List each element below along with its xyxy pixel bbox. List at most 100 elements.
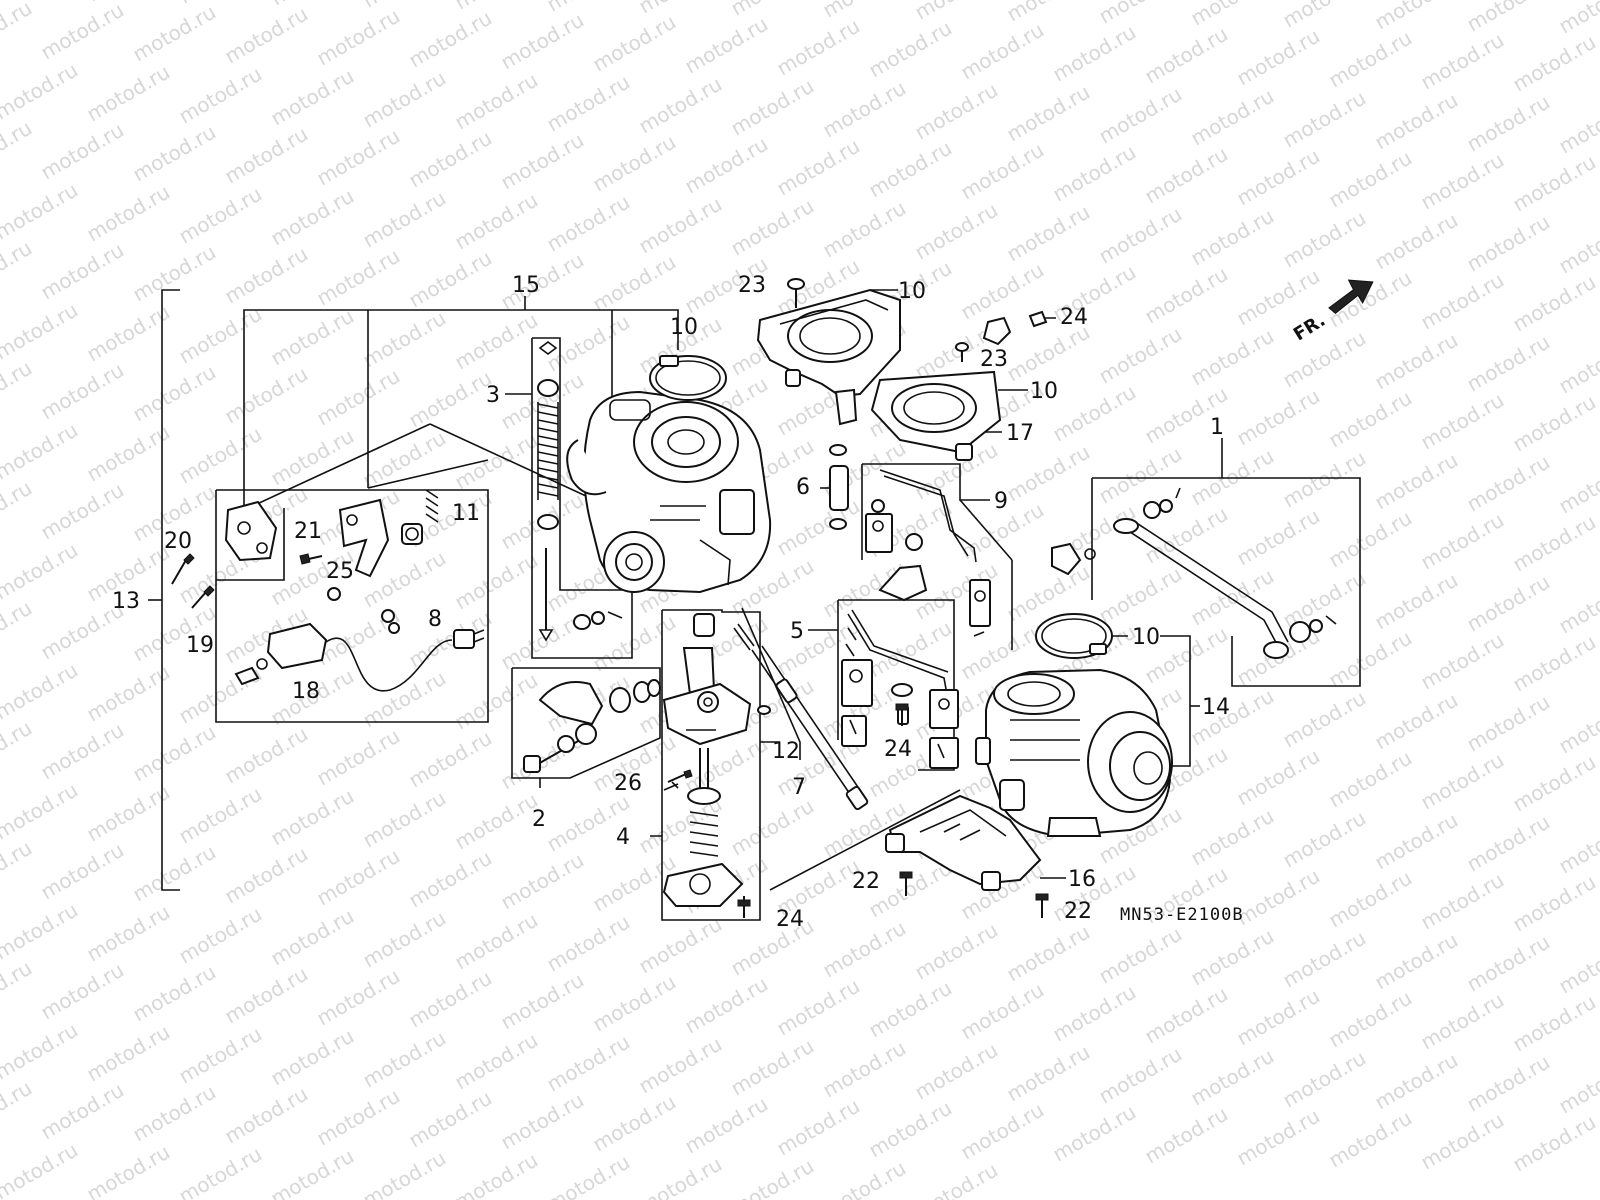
watermark-text: motod.ru [1279,1046,1370,1113]
watermark-text: motod.ru [359,906,450,973]
watermark-text: motod.ru [1003,1040,1094,1107]
watermark-text: motod.ru [83,1140,174,1200]
callout-10-top: 10 [898,279,926,304]
fuel-joint-6 [829,444,849,530]
watermark-text: motod.ru [773,494,864,561]
callout-10-left: 10 [670,315,698,340]
watermark-text: motod.ru [543,1150,634,1200]
watermark-text: motod.ru [911,0,1002,24]
throttle-link-group-2 [523,679,661,773]
watermark-text: motod.ru [773,1094,864,1161]
watermark-text: motod.ru [1509,1110,1600,1177]
callout-11: 11 [452,501,480,526]
watermark-text: motod.ru [313,724,404,791]
watermark-text: motod.ru [1417,988,1508,1055]
watermark-text: motod.ru [1325,506,1416,573]
watermark-text: motod.ru [1141,142,1232,209]
callout-3: 3 [486,383,500,408]
spring-stack-3 [537,341,623,642]
watermark-text: motod.ru [635,72,726,139]
watermark-text: motod.ru [1095,82,1186,149]
callout-23-top: 23 [738,273,766,298]
watermark-text: motod.ru [313,844,404,911]
watermark-text: motod.ru [267,904,358,971]
callout-5: 5 [790,619,804,644]
callout-26: 26 [614,771,642,796]
watermark-text: motod.ru [589,130,680,197]
watermark-text: motod.ru [267,184,358,251]
watermark-text: motod.ru [1233,504,1324,571]
watermark-text: motod.ru [221,122,312,189]
watermark-text: motod.ru [359,306,450,373]
watermark-text: motod.ru [451,428,542,495]
watermark-text: motod.ru [1325,26,1416,93]
watermark-text: motod.ru [497,248,588,315]
watermark-text: motod.ru [819,0,910,22]
watermark-text: motod.ru [1325,386,1416,453]
watermark-text: motod.ru [1279,806,1370,873]
watermark-text: motod.ru [83,180,174,247]
watermark-text: motod.ru [1141,982,1232,1049]
watermark-text: motod.ru [1233,144,1324,211]
watermark-text: motod.ru [1279,86,1370,153]
watermark-text: motod.ru [865,16,956,83]
watermark-text: motod.ru [727,194,818,261]
callout-23-mid: 23 [980,347,1008,372]
watermark-text: motod.ru [1555,212,1600,279]
watermark-text: motod.ru [405,246,496,313]
watermark-text: motod.ru [1325,626,1416,693]
watermark-text: motod.ru [0,298,82,365]
watermark-text: motod.ru [819,1036,910,1103]
watermark-text: motod.ru [1279,206,1370,273]
watermark-text: motod.ru [681,972,772,1039]
callout-20: 20 [164,529,192,554]
watermark-text: motod.ru [1325,146,1416,213]
watermark-text: motod.ru [405,126,496,193]
watermark-text: motod.ru [497,848,588,915]
watermark-text: motod.ru [497,968,588,1035]
watermark-text: motod.ru [1187,204,1278,271]
watermark-text: motod.ru [405,1086,496,1153]
watermark-text: motod.ru [267,0,358,10]
watermark-text: motod.ru [1187,804,1278,871]
watermark-text: motod.ru [589,1090,680,1157]
watermark-text: motod.ru [865,976,956,1043]
watermark-text: motod.ru [819,76,910,143]
watermark-text: motod.ru [37,358,128,425]
watermark-text: motod.ru [1325,986,1416,1053]
watermark-text: motod.ru [1371,808,1462,875]
watermark-text: motod.ru [1325,266,1416,333]
watermark-text: motod.ru [221,962,312,1029]
watermark-text: motod.ru [129,360,220,427]
watermark-text: motod.ru [313,364,404,431]
watermark-text: motod.ru [175,422,266,489]
watermark-text: motod.ru [0,476,36,543]
watermark-text: motod.ru [1509,150,1600,217]
watermark-text: motod.ru [1555,932,1600,999]
watermark-text: motod.ru [221,2,312,69]
callout-22-right: 22 [1064,899,1092,924]
diaphragm-group-4 [662,613,771,918]
watermark-text: motod.ru [0,898,82,965]
watermark-text: motod.ru [1555,812,1600,879]
watermark-text: motod.ru [1233,864,1324,931]
front-arrow-label: FR. [1290,310,1329,345]
watermark-text: motod.ru [1417,268,1508,335]
watermark-text: motod.ru [0,658,82,725]
watermark-text: motod.ru [451,188,542,255]
watermark-text: motod.ru [221,242,312,309]
watermark-text: motod.ru [1279,0,1370,32]
watermark-text: motod.ru [1509,390,1600,457]
watermark-text: motod.ru [1509,510,1600,577]
watermark-text: motod.ru [359,1026,450,1093]
watermark-text: motod.ru [0,1076,36,1143]
screws-19-20 [171,553,215,609]
watermark-text: motod.ru [1463,570,1554,637]
watermark-text: motod.ru [1417,748,1508,815]
watermark-text: motod.ru [1555,92,1600,159]
watermark-text: motod.ru [175,1022,266,1089]
watermark-text: motod.ru [543,910,634,977]
watermark-text: motod.ru [175,302,266,369]
watermark-text: motod.ru [1463,0,1554,36]
